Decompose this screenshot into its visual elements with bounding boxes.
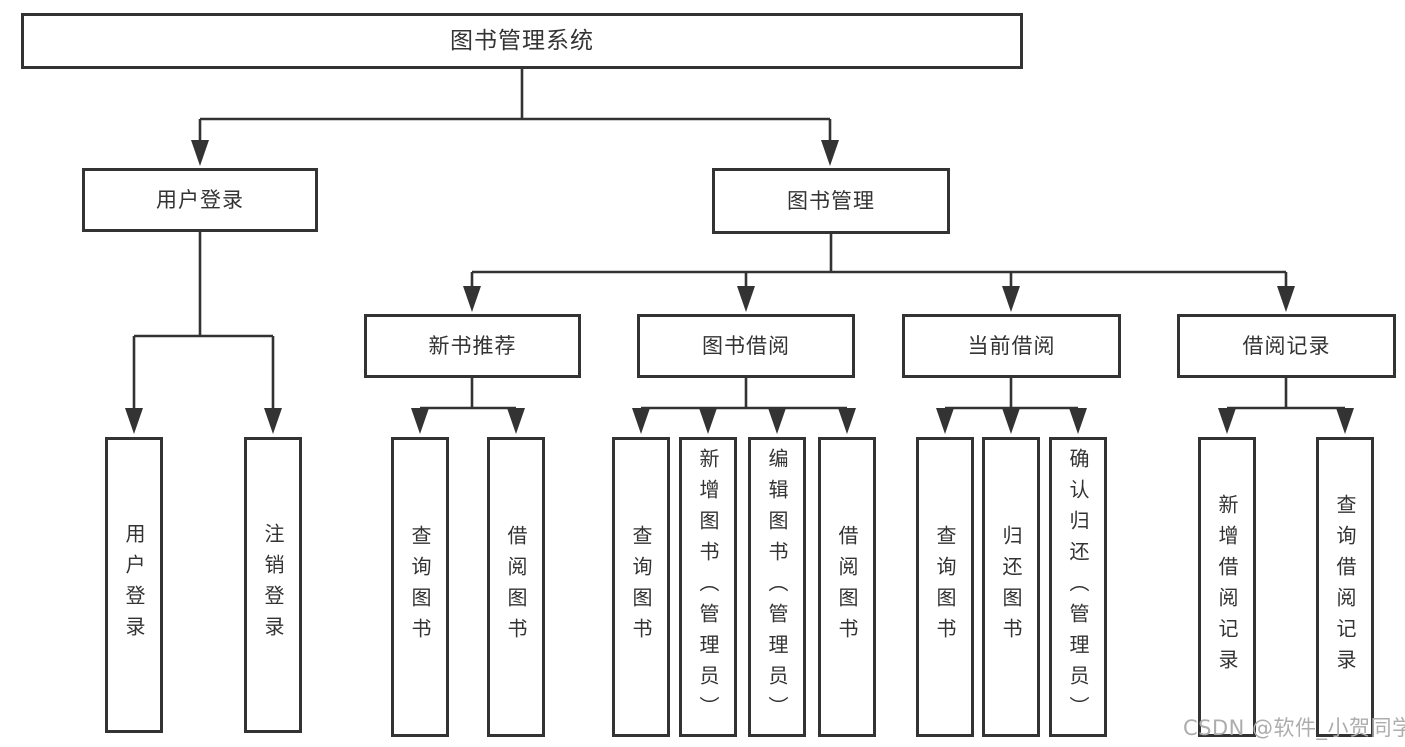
node-user-login: 用户登录 <box>82 168 318 232</box>
node-label: 用户登录 <box>156 187 244 212</box>
leaf-query-books-1: 查询图书 <box>391 437 449 737</box>
node-label: 新书推荐 <box>428 333 517 358</box>
leaf-query-borrow-record: 查询借阅记录 <box>1316 437 1374 737</box>
node-borrowing-records: 借阅记录 <box>1177 314 1396 378</box>
leaf-label: 新增图书（管理员） <box>696 447 720 727</box>
node-label: 图书管理系统 <box>450 27 594 54</box>
leaf-label: 借阅图书 <box>504 525 528 649</box>
leaf-edit-book-admin: 编辑图书（管理员） <box>748 437 806 737</box>
node-library-system: 图书管理系统 <box>21 13 1023 69</box>
leaf-label: 编辑图书（管理员） <box>765 447 789 727</box>
leaf-add-book-admin: 新增图书（管理员） <box>679 437 737 737</box>
node-label: 借阅记录 <box>1242 333 1331 358</box>
leaf-label: 查询借阅记录 <box>1333 494 1357 680</box>
leaf-query-books-2: 查询图书 <box>612 437 670 737</box>
node-label: 图书管理 <box>787 188 875 213</box>
leaf-label: 新增借阅记录 <box>1215 494 1239 680</box>
leaf-label: 查询图书 <box>629 525 653 649</box>
leaf-logout: 注销登录 <box>244 437 302 733</box>
leaf-label: 查询图书 <box>408 525 432 649</box>
leaf-label: 借阅图书 <box>835 525 859 649</box>
leaf-label: 查询图书 <box>933 525 957 649</box>
leaf-return-books: 归还图书 <box>982 437 1040 737</box>
watermark-text: CSDN @软件_小贺同学 <box>1183 716 1405 740</box>
leaf-label: 确认归还（管理员） <box>1066 447 1090 727</box>
node-book-management: 图书管理 <box>712 168 950 234</box>
leaf-label: 注销登录 <box>261 523 285 647</box>
node-new-book-recommendation: 新书推荐 <box>364 314 581 378</box>
node-label: 当前借阅 <box>967 333 1056 358</box>
leaf-borrow-books-1: 借阅图书 <box>487 437 545 737</box>
leaf-query-books-3: 查询图书 <box>916 437 974 737</box>
node-book-borrowing: 图书借阅 <box>637 314 855 378</box>
leaf-label: 归还图书 <box>999 525 1023 649</box>
leaf-user-login: 用户登录 <box>105 437 163 733</box>
leaf-borrow-books-2: 借阅图书 <box>818 437 876 737</box>
leaf-add-borrow-record: 新增借阅记录 <box>1198 437 1256 737</box>
node-label: 图书借阅 <box>702 333 790 358</box>
node-current-borrowing: 当前借阅 <box>902 314 1121 378</box>
leaf-label: 用户登录 <box>122 523 146 647</box>
leaf-confirm-return-admin: 确认归还（管理员） <box>1049 437 1107 737</box>
